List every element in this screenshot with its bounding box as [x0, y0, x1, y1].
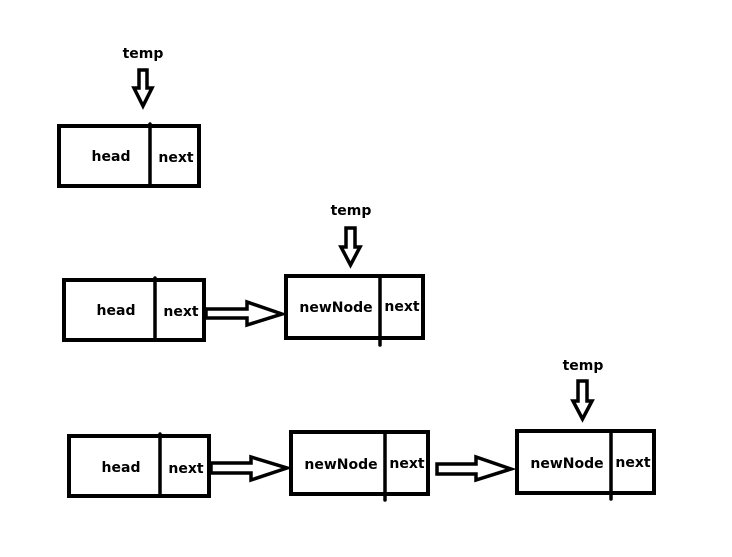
row-1: temp head next	[57, 46, 201, 188]
node-next-label: next	[168, 461, 203, 477]
node-box	[515, 429, 656, 495]
node-next-label: next	[615, 455, 650, 471]
node-head: head next	[57, 122, 201, 188]
node-data-label: head	[97, 303, 136, 319]
node-box	[289, 430, 430, 496]
node-data-label: newNode	[304, 457, 377, 473]
temp-pointer-arrow	[338, 226, 363, 269]
node-newnode: newNode next	[515, 429, 656, 501]
temp-pointer-arrow	[131, 68, 155, 110]
node-box	[62, 278, 206, 342]
row-2: temp head next newNode next	[62, 203, 425, 347]
temp-pointer-arrow	[570, 379, 595, 423]
node-next-label: next	[389, 456, 424, 472]
next-link-arrow	[204, 299, 288, 328]
next-link-arrow	[209, 454, 293, 483]
node-newnode: newNode next	[284, 274, 425, 347]
node-head: head next	[62, 276, 206, 342]
node-data-label: head	[102, 460, 141, 476]
node-data-label: head	[92, 149, 131, 165]
row-3: temp head next newNode next newNode next	[67, 358, 656, 502]
node-box	[57, 124, 201, 188]
node-next-label: next	[163, 304, 198, 320]
node-data-label: newNode	[299, 300, 372, 316]
next-link-arrow	[435, 454, 517, 483]
temp-label: temp	[331, 203, 372, 219]
node-next-label: next	[384, 299, 419, 315]
node-newnode: newNode next	[289, 430, 430, 502]
node-box	[284, 274, 425, 340]
temp-label: temp	[563, 358, 604, 374]
node-data-label: newNode	[530, 456, 603, 472]
node-next-label: next	[158, 150, 193, 166]
node-box	[67, 434, 211, 498]
node-head: head next	[67, 432, 211, 498]
temp-label: temp	[123, 46, 164, 62]
